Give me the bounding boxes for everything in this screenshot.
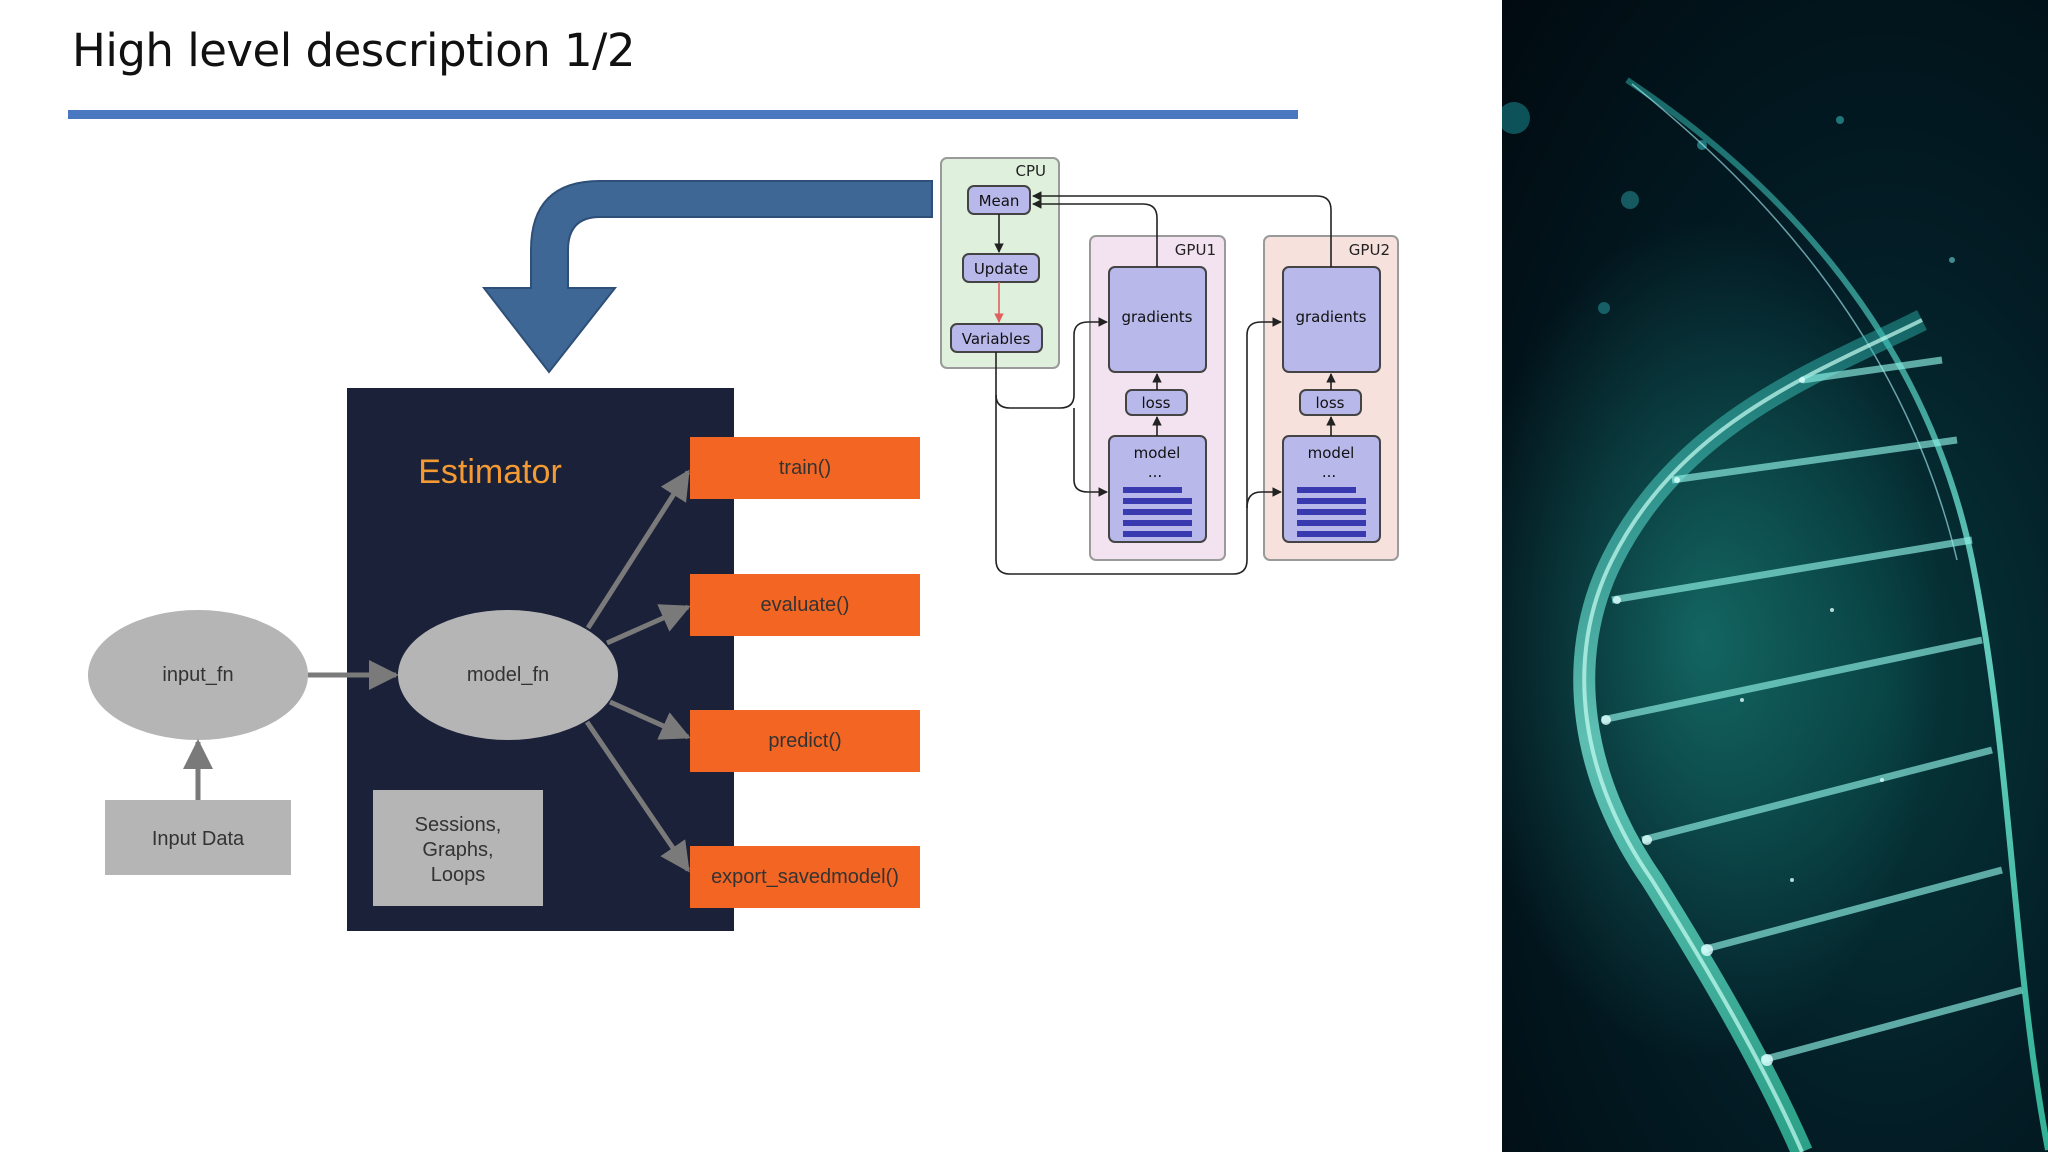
gpu1-model-layers (1123, 487, 1192, 537)
gpu2-loss-label: loss (1316, 394, 1345, 412)
variables-to-gpu2-edge (995, 317, 1282, 575)
variables-to-gpu2-model-edge (1246, 487, 1282, 509)
arrow-to-train (585, 469, 691, 630)
input-fn-label: input_fn (162, 664, 233, 686)
variables-to-gpu1-model-edge (1073, 408, 1108, 497)
update-label: Update (974, 260, 1028, 278)
model-fn-node (398, 610, 618, 740)
arrow-to-evaluate (605, 604, 691, 646)
sessions-line-3: Loops (431, 864, 486, 886)
sessions-line-2: Graphs, (422, 839, 493, 861)
input-data-box (105, 800, 291, 875)
arrow-to-export (584, 720, 691, 873)
gpu1-gradients-to-mean-edge (1032, 199, 1158, 267)
dna-helix-image (1502, 0, 2048, 1152)
gpu1-model-label: model (1134, 444, 1181, 462)
method-evaluate-box (690, 574, 920, 636)
variables-label: Variables (962, 330, 1031, 348)
gpu1-loss-label: loss (1142, 394, 1171, 412)
method-predict-label: predict() (768, 730, 841, 752)
gpu2-model-label: model (1308, 444, 1355, 462)
gpu1-gradients-label: gradients (1121, 308, 1192, 326)
model-fn-label: model_fn (467, 664, 549, 686)
mean-label: Mean (979, 192, 1020, 210)
gpu2-model-ellipsis: ... (1322, 463, 1336, 481)
method-export-label: export_savedmodel() (711, 866, 899, 888)
update-node (962, 253, 1040, 283)
gpu2-gradients-to-mean-edge (1032, 191, 1332, 267)
gpu1-model-ellipsis: ... (1148, 463, 1162, 481)
gpu2-model-layers (1297, 487, 1366, 537)
gpu2-gradients-label: gradients (1295, 308, 1366, 326)
method-export-box (690, 846, 920, 908)
gpu1-label: GPU1 (1175, 241, 1216, 259)
arrow-to-predict (608, 699, 691, 740)
input-fn-node (88, 610, 308, 740)
method-predict-box (690, 710, 920, 772)
input-data-label: Input Data (152, 828, 245, 850)
cpu-label: CPU (1016, 162, 1047, 180)
sessions-box (373, 790, 543, 906)
method-train-box (690, 437, 920, 499)
method-train-label: train() (779, 457, 831, 479)
method-evaluate-label: evaluate() (761, 594, 850, 616)
gpu2-label: GPU2 (1349, 241, 1390, 259)
title-underline (68, 110, 1298, 119)
diagram: Estimator input_fn Input Data model_fn S… (88, 157, 1399, 931)
big-curved-arrow (481, 180, 933, 374)
slide-title: High level description 1/2 (72, 24, 635, 77)
dna-helix-graphic (1502, 77, 2048, 1152)
variables-to-gpu1-gradients-edge (995, 317, 1108, 409)
estimator-title: Estimator (418, 453, 562, 491)
sessions-line-1: Sessions, (415, 814, 502, 836)
